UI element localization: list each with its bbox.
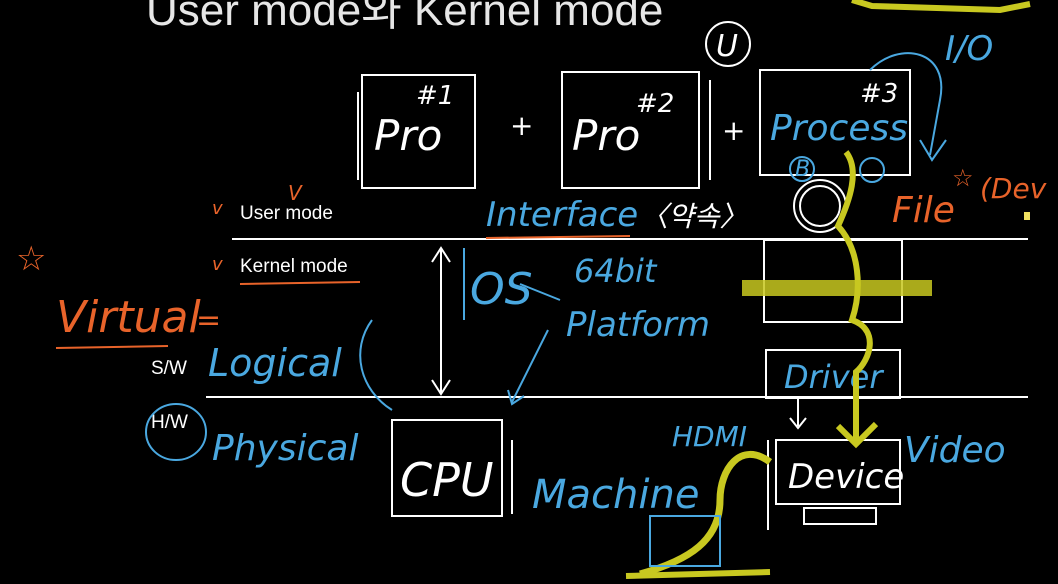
os-arrow-down-head bbox=[431, 379, 451, 396]
cpu-label: CPU bbox=[400, 453, 494, 507]
user-mode-check: v bbox=[212, 198, 223, 219]
dev-star: ☆ bbox=[952, 164, 974, 192]
process-box-2 bbox=[561, 71, 711, 189]
virtual-underline bbox=[55, 345, 169, 349]
plus-sign-2: + bbox=[722, 114, 745, 147]
interface-underline bbox=[485, 235, 631, 239]
io-arrow-head bbox=[919, 139, 947, 162]
sw-label: S/W bbox=[151, 358, 187, 379]
yellow-flow-arrow-head bbox=[835, 421, 879, 449]
hw-circle bbox=[145, 403, 207, 461]
circled-u-letter: U bbox=[716, 29, 738, 64]
process-1-number: #1 bbox=[416, 81, 454, 111]
device-label: Device bbox=[788, 457, 904, 497]
hw-label: H/W bbox=[151, 412, 188, 433]
process-2-number: #2 bbox=[636, 89, 674, 119]
virtual-label: Virtual bbox=[56, 292, 202, 343]
process-box-3 bbox=[759, 69, 911, 176]
monitor-sketch bbox=[649, 515, 721, 567]
physical-label: Physical bbox=[212, 428, 358, 469]
yellow-baseline bbox=[625, 569, 771, 579]
device-box bbox=[775, 439, 901, 505]
virtual-star: ☆ bbox=[16, 239, 46, 279]
process-3-number: #3 bbox=[860, 79, 898, 109]
b-circle bbox=[789, 156, 815, 182]
process-2-label: Pro bbox=[572, 111, 640, 160]
bit-label: 64bit bbox=[574, 252, 658, 290]
driver-device-arrow bbox=[789, 398, 807, 430]
interface-label: Interface bbox=[486, 195, 638, 235]
device-port bbox=[803, 507, 877, 525]
user-mode-check-2: V bbox=[288, 181, 303, 205]
file-label: File bbox=[892, 190, 955, 231]
yellow-top-scribble bbox=[851, 0, 1031, 14]
user-mode-label: User mode bbox=[240, 203, 333, 224]
os-label: OS bbox=[470, 264, 533, 315]
machine-label: Machine bbox=[532, 472, 699, 518]
io-label: I/O bbox=[945, 29, 993, 69]
yellow-cable bbox=[639, 451, 773, 578]
w-circle bbox=[859, 157, 885, 183]
kernel-mode-check: v bbox=[212, 254, 223, 275]
kernel-mode-underline bbox=[239, 281, 361, 285]
equals-sign: = bbox=[196, 303, 221, 338]
platform-arrow-head bbox=[507, 389, 525, 406]
video-label: Video bbox=[904, 430, 1006, 471]
process-box-1 bbox=[357, 74, 476, 189]
process-1-label: Pro bbox=[374, 111, 442, 160]
dev-label: (Dev bbox=[980, 172, 1047, 205]
os-platform-arrow bbox=[519, 283, 561, 301]
syscall-circle-inner bbox=[799, 185, 841, 227]
cursor-marker bbox=[1024, 212, 1030, 220]
plus-sign-1: + bbox=[510, 109, 533, 142]
io-curve-arrow bbox=[869, 52, 943, 156]
driver-box bbox=[765, 349, 901, 399]
circled-u-mark bbox=[705, 21, 751, 67]
platform-arrow bbox=[511, 329, 549, 403]
cpu-box bbox=[391, 419, 503, 517]
kernel-highlight bbox=[742, 280, 932, 296]
os-cpu-curve bbox=[359, 319, 393, 411]
yellow-flow-path bbox=[834, 150, 873, 440]
slide-title: User mode와 Kernel mode bbox=[146, 0, 664, 35]
driver-label: Driver bbox=[784, 358, 884, 396]
interface-note: 〈약속〉 bbox=[640, 200, 748, 233]
b-circle-label: B bbox=[795, 157, 810, 182]
os-arrow-up-head bbox=[431, 246, 451, 263]
hdmi-label: HDMI bbox=[672, 420, 747, 453]
logical-label: Logical bbox=[208, 341, 342, 385]
process-3-label: Process bbox=[770, 108, 908, 149]
kernel-mode-label: Kernel mode bbox=[240, 256, 348, 277]
platform-label: Platform bbox=[566, 305, 710, 345]
